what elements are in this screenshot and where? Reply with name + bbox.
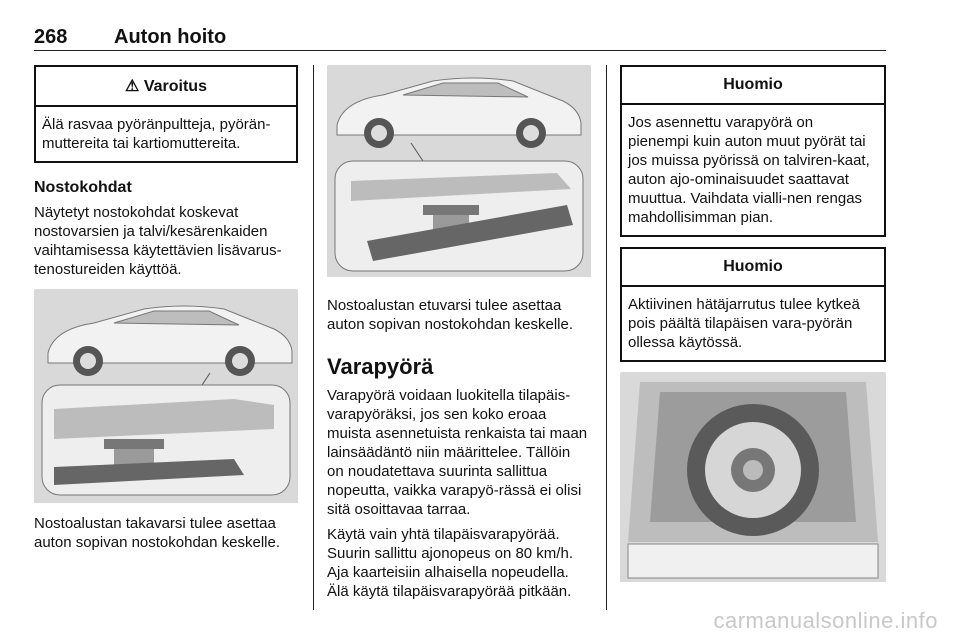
watermark: carmanualsonline.info <box>713 608 938 633</box>
column-2: Nostoalustan etuvarsi tulee asettaa auto… <box>327 65 591 601</box>
section-title: Auton hoito <box>114 26 227 48</box>
rear-lift-caption: Nostoalustan takavarsi tulee asettaa aut… <box>34 515 281 551</box>
column-1: ⚠ Varoitus Älä rasvaa pyöränpultteja, py… <box>34 65 298 552</box>
note-1-text: Jos asennettu varapyörä on pienempi kuin… <box>628 114 870 226</box>
note-1-title: Huomio <box>622 67 884 105</box>
column-divider-1 <box>313 65 314 610</box>
front-lift-point-figure <box>327 65 591 282</box>
page-header: 268 Auton hoito <box>34 22 886 52</box>
warning-text: Älä rasvaa pyöränpultteja, pyörän-mutter… <box>42 116 271 152</box>
front-lift-caption: Nostoalustan etuvarsi tulee asettaa auto… <box>327 297 574 333</box>
note-2-text: Aktiivinen hätäjarrutus tulee kytkeä poi… <box>628 296 860 351</box>
spare-wheel-heading: Varapyörä <box>327 354 434 379</box>
warning-icon: ⚠ <box>125 78 140 95</box>
note-2-title: Huomio <box>622 249 884 287</box>
page-number: 268 <box>34 26 68 48</box>
note-box-2: Huomio Aktiivinen hätäjarrutus tulee kyt… <box>620 247 886 362</box>
spare-wheel-text-2: Käytä vain yhtä tilapäisvarapyörää. Suur… <box>327 526 573 600</box>
warning-header: ⚠ Varoitus <box>36 67 296 107</box>
column-divider-2 <box>606 65 607 610</box>
column-3: Huomio Jos asennettu varapyörä on pienem… <box>620 65 886 587</box>
spare-wheel-figure <box>620 372 886 587</box>
rear-lift-point-figure <box>34 289 298 508</box>
lifting-points-text: Näytetyt nostokohdat koskevat nostovarsi… <box>34 204 282 278</box>
header-divider <box>34 50 886 51</box>
note-box-1: Huomio Jos asennettu varapyörä on pienem… <box>620 65 886 237</box>
spare-wheel-text-1: Varapyörä voidaan luokitella tilapäis-va… <box>327 387 588 518</box>
warning-box: ⚠ Varoitus Älä rasvaa pyöränpultteja, py… <box>34 65 298 163</box>
lifting-points-heading: Nostokohdat <box>34 179 132 196</box>
warning-title: Varoitus <box>143 78 207 95</box>
